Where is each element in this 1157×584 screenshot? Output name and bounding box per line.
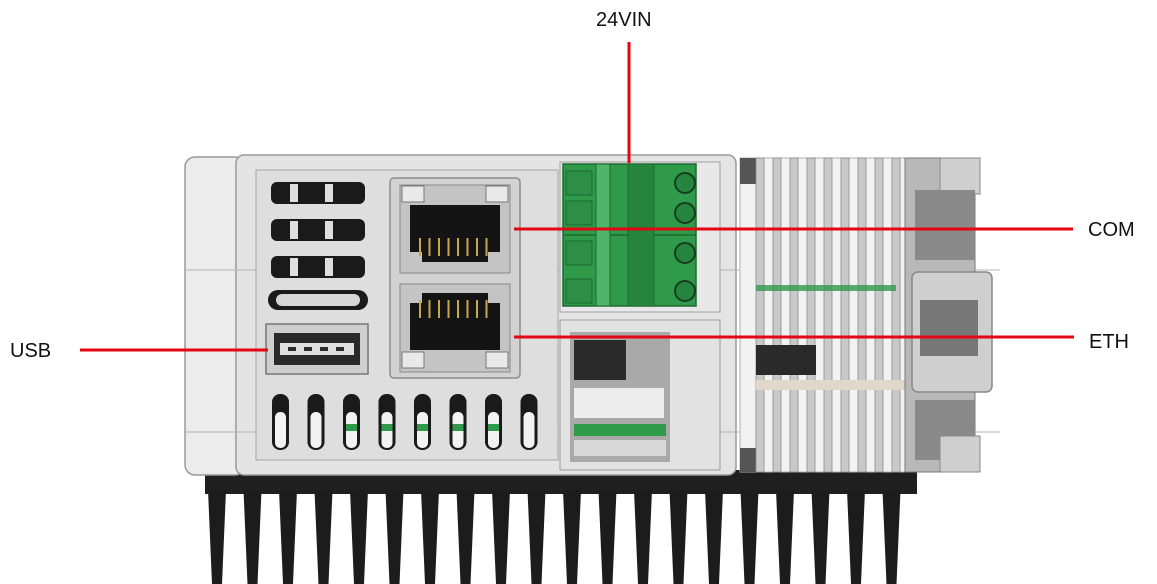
eth-pins — [419, 300, 488, 318]
heatsink-fin — [208, 490, 226, 584]
cage-bar — [806, 157, 816, 473]
heatsink-fin — [527, 490, 546, 584]
vent-slot-inner — [275, 412, 286, 448]
heatsink — [205, 470, 917, 584]
vent-slots-bottom — [272, 394, 538, 450]
callout-lines — [80, 42, 1074, 352]
vent-slot-inner — [523, 412, 535, 448]
vent-slots-top — [268, 182, 368, 310]
vent-slot-inner — [310, 412, 322, 448]
cage-bar — [857, 157, 867, 473]
label-eth: ETH — [1089, 331, 1129, 353]
cage-bar — [840, 157, 850, 473]
heatsink-fin — [456, 490, 475, 584]
vent-slot-board — [346, 424, 357, 431]
cage-bar — [823, 157, 833, 473]
cage-bars — [755, 157, 901, 473]
heatsink-fin — [492, 490, 510, 584]
vent-slot-board — [381, 424, 393, 431]
terminal-screw — [674, 242, 696, 264]
com-port — [399, 184, 511, 274]
terminal-screw — [674, 172, 696, 194]
usb-port — [265, 323, 369, 375]
heatsink-fin — [421, 490, 439, 584]
heatsink-fins — [208, 490, 901, 584]
heatsink-fin — [279, 490, 297, 584]
rj45-block — [389, 177, 521, 379]
terminal-screws — [565, 170, 696, 304]
vent-row-3 — [271, 256, 365, 278]
power-terminal-block — [559, 161, 721, 313]
cage-bar — [772, 157, 782, 473]
heatsink-fin — [634, 490, 652, 584]
vent-slot-board — [417, 424, 428, 431]
heatsink-fin — [847, 490, 865, 584]
cage-bar — [891, 157, 901, 473]
heatsink-fin — [350, 490, 368, 584]
terminal-screw — [674, 202, 696, 224]
side-connector — [904, 157, 993, 473]
heatsink-fin — [385, 490, 404, 584]
label-usb: USB — [10, 340, 52, 362]
eth-port — [399, 283, 511, 373]
heatsink-fin — [776, 490, 794, 584]
heatsink-fin — [740, 490, 759, 584]
heatsink-fin — [598, 490, 617, 584]
vent-row-2 — [271, 219, 365, 241]
label-com: COM — [1088, 219, 1135, 241]
terminal-screw — [674, 280, 696, 302]
cage-bar — [755, 157, 765, 473]
vent-row-1 — [271, 182, 365, 204]
com-pins — [419, 238, 488, 256]
vent-slot-board — [452, 424, 464, 431]
terminal-wire-entry — [565, 240, 593, 266]
vent-slot-board — [488, 424, 499, 431]
heatsink-fin — [563, 490, 581, 584]
heatsink-fin — [243, 490, 262, 584]
terminal-wire-entry — [565, 278, 593, 304]
heatsink-fin — [705, 490, 723, 584]
heatsink-fin — [669, 490, 688, 584]
label-24vin: 24VIN — [596, 9, 652, 31]
cage-bar — [789, 157, 799, 473]
terminal-wire-entry — [565, 200, 593, 226]
heatsink-fin — [882, 490, 901, 584]
right-cage — [739, 157, 911, 473]
cage-bar — [874, 157, 884, 473]
heatsink-fin — [314, 490, 333, 584]
lower-module — [559, 319, 721, 471]
heatsink-fin — [811, 490, 830, 584]
terminal-wire-entry — [565, 170, 593, 196]
